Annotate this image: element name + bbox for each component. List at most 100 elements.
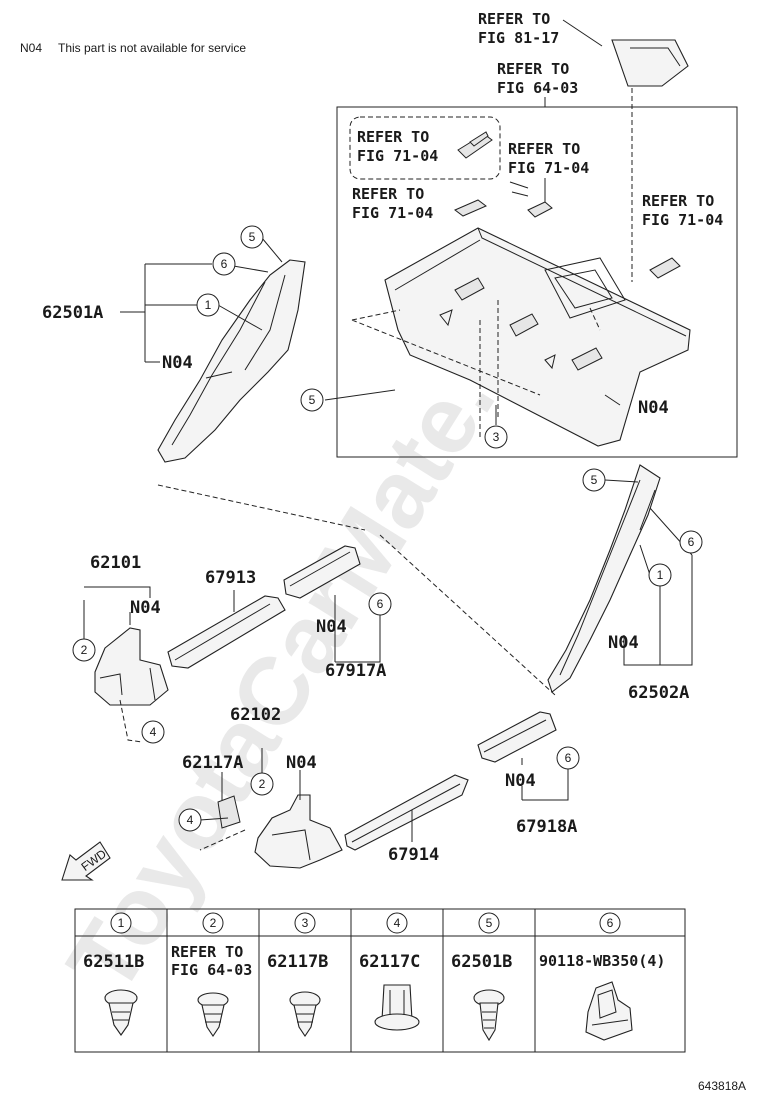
callout-6-b[interactable]: 6 [679,530,703,554]
direction-arrows [509,181,529,197]
clip-62117A [217,795,241,829]
table-part-3[interactable]: 62117B [267,952,328,972]
table-part-4[interactable]: 62117C [359,952,420,972]
fastener-table [74,908,686,1053]
refer-fig-71-04-c[interactable]: REFER TO FIG 71-04 [352,185,433,222]
svg-text:6: 6 [607,916,614,930]
svg-text:4: 4 [150,725,157,739]
svg-text:FIG 71-04: FIG 71-04 [352,204,433,222]
refer-fig-81-17[interactable]: REFER TO FIG 81-17 [478,10,559,47]
callout-1-b[interactable]: 1 [648,563,672,587]
svg-text:6: 6 [221,257,228,271]
svg-text:REFER TO: REFER TO [357,128,429,146]
svg-text:FIG 71-04: FIG 71-04 [642,211,723,229]
callout-4-b[interactable]: 4 [178,808,202,832]
scuff-plate-67913 [167,595,286,669]
note-code: N04 [20,41,42,55]
label-n04-67917A: N04 [316,617,347,637]
label-62102[interactable]: 62102 [230,705,281,725]
callout-5-a[interactable]: 5 [240,225,264,249]
label-67914[interactable]: 67914 [388,845,439,865]
svg-text:5: 5 [309,393,316,407]
table-num-3: 3 [294,912,316,934]
svg-text:6: 6 [377,597,384,611]
refer-fig-71-04-d[interactable]: REFER TO FIG 71-04 [642,192,723,229]
callout-1-a[interactable]: 1 [196,293,220,317]
table-num-6: 6 [599,912,621,934]
table-num-5: 5 [478,912,500,934]
push-clip-icon-3 [289,991,321,1037]
table-part-6[interactable]: 90118-WB350(4) [539,952,665,970]
label-62117A[interactable]: 62117A [182,753,243,773]
retainer-clip-icon-6 [585,981,633,1041]
push-clip-icon-5 [473,989,505,1042]
push-clip-icon-2 [197,992,229,1037]
quarter-lower-trim-left [94,627,169,706]
label-67918A[interactable]: 67918A [516,817,577,837]
svg-text:5: 5 [591,473,598,487]
callout-5-b[interactable]: 5 [300,388,324,412]
svg-text:FIG 81-17: FIG 81-17 [478,29,559,47]
table-part-1[interactable]: 62511B [83,952,144,972]
label-62502A[interactable]: 62502A [628,683,689,703]
callout-4-a[interactable]: 4 [141,720,165,744]
callout-6-c[interactable]: 6 [368,592,392,616]
svg-text:REFER TO: REFER TO [478,10,550,28]
label-67913[interactable]: 67913 [205,568,256,588]
label-62501A[interactable]: 62501A [42,303,103,323]
svg-text:6: 6 [688,535,695,549]
refer-fig-71-04-b[interactable]: REFER TO FIG 71-04 [508,140,589,177]
label-67917A[interactable]: 67917A [325,661,386,681]
svg-text:FIG 71-04: FIG 71-04 [508,159,589,177]
callout-2-a[interactable]: 2 [72,638,96,662]
table-part-5[interactable]: 62501B [451,952,512,972]
svg-text:1: 1 [118,916,125,930]
svg-text:5: 5 [486,916,493,930]
note-text: This part is not available for service [58,41,246,55]
label-n04-62501A: N04 [162,353,193,373]
table-num-2: 2 [202,912,224,934]
label-62101[interactable]: 62101 [90,553,141,573]
table-num-4: 4 [386,912,408,934]
push-clip-icon-1 [104,989,138,1036]
svg-text:6: 6 [565,751,572,765]
package-tray-trim [384,227,691,447]
table-part-2-line1[interactable]: REFER TO [171,943,243,961]
table-num-1: 1 [110,912,132,934]
callout-6-a[interactable]: 6 [212,252,236,276]
callout-6-d[interactable]: 6 [556,746,580,770]
table-part-2-line2[interactable]: FIG 64-03 [171,961,252,979]
quarter-trim-right [547,464,661,693]
svg-text:REFER TO: REFER TO [352,185,424,203]
high-mount-stop-lamp-cover [611,39,689,87]
package-tray-frame [336,106,738,458]
svg-text:FIG 64-03: FIG 64-03 [497,79,578,97]
svg-text:REFER TO: REFER TO [642,192,714,210]
label-n04-67918A: N04 [505,771,536,791]
refer-fig-64-03[interactable]: REFER TO FIG 64-03 [497,60,578,97]
svg-text:2: 2 [210,916,217,930]
svg-text:2: 2 [81,643,88,657]
scuff-plate-67918A [477,711,557,763]
svg-text:REFER TO: REFER TO [508,140,580,158]
callout-2-b[interactable]: 2 [250,772,274,796]
quarter-trim-left [157,259,306,463]
callout-5-c[interactable]: 5 [582,468,606,492]
svg-text:1: 1 [205,298,212,312]
figure-id: 643818A [698,1079,746,1093]
label-n04-62101: N04 [130,598,161,618]
svg-text:FIG 71-04: FIG 71-04 [357,147,438,165]
callout-3-a[interactable]: 3 [484,425,508,449]
svg-text:REFER TO: REFER TO [497,60,569,78]
quarter-lower-trim-right [254,794,343,869]
svg-text:5: 5 [249,230,256,244]
refer-fig-71-04-a[interactable]: REFER TO FIG 71-04 [357,128,438,165]
svg-text:3: 3 [302,916,309,930]
label-n04-62502A: N04 [608,633,639,653]
svg-text:4: 4 [394,916,401,930]
label-n04-62102: N04 [286,753,317,773]
scuff-plate-67917A [283,545,361,599]
svg-text:3: 3 [493,430,500,444]
svg-text:4: 4 [187,813,194,827]
